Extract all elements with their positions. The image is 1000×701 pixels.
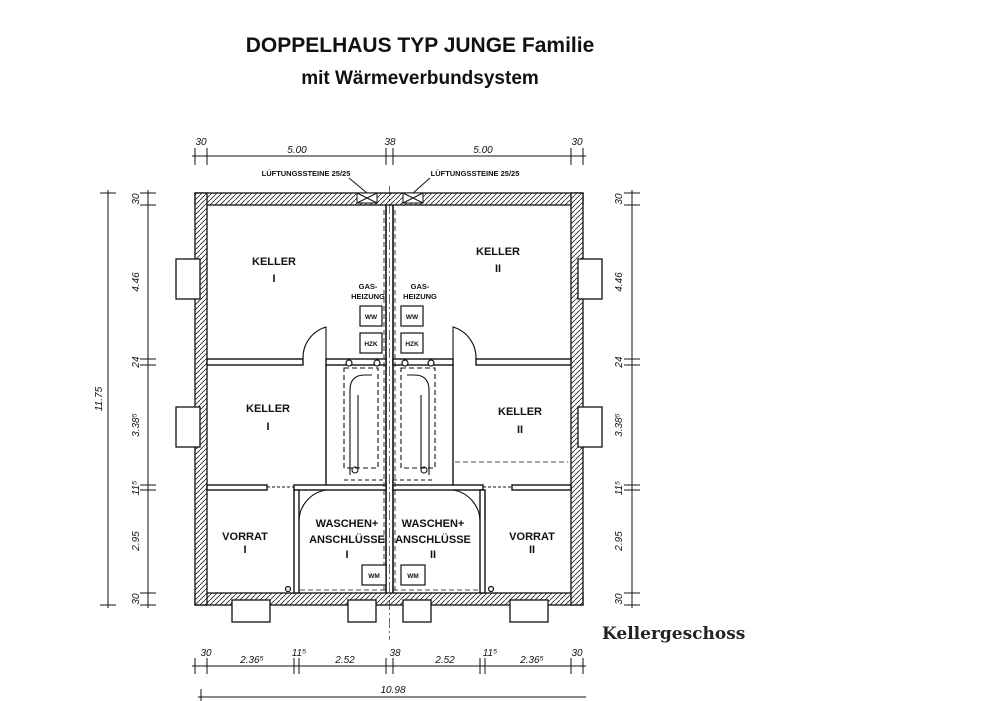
left-dim-3: 24 — [131, 356, 142, 369]
utility-lines — [300, 210, 568, 591]
room-keller-3-number: I — [266, 421, 269, 433]
bottom-dim-7: 11⁵ — [483, 648, 498, 659]
room-keller-1-number: I — [272, 273, 275, 285]
room-waschen-2-sub: ANSCHLÜSSE — [395, 533, 471, 546]
room-vorrat-2-number: II — [529, 544, 535, 556]
left-dim-7: 30 — [131, 593, 142, 605]
right-dim-1: 30 — [614, 193, 625, 205]
bottom-dimension-chain — [192, 658, 586, 701]
room-waschen-1-label: WASCHEN+ — [316, 518, 379, 530]
left-dim-2: 4.46 — [131, 272, 142, 292]
gas-heating-1-sub: HEIZUNG — [351, 292, 385, 301]
wm-1-label: WM — [368, 573, 380, 580]
right-dim-6: 2.95 — [614, 531, 625, 552]
left-total-dim: 11.75 — [94, 386, 105, 411]
bottom-dim-4: 2.52 — [334, 655, 355, 666]
room-vorrat-1-label: VORRAT — [222, 531, 268, 543]
exterior-walls — [194, 192, 584, 606]
left-dim-4: 3.38⁵ — [131, 413, 142, 437]
bottom-dim-3: 11⁵ — [292, 648, 307, 659]
fixture-boxes — [284, 305, 495, 593]
right-dimension-labels: 30 4.46 24 3.38⁵ 11⁵ 2.95 30 — [614, 193, 625, 605]
top-dim-1: 30 — [195, 137, 207, 148]
bottom-dim-8: 2.36⁵ — [519, 655, 544, 666]
right-dim-4: 3.38⁵ — [614, 413, 625, 437]
doors — [267, 326, 512, 521]
room-vorrat-1-number: I — [243, 544, 246, 556]
hzk-1-label: HZK — [364, 341, 378, 348]
drawing-subtitle: mit Wärmeverbundsystem — [301, 68, 539, 89]
ww-2-label: WW — [406, 314, 419, 321]
right-dimension-chain — [624, 190, 640, 608]
left-dim-6: 2.95 — [131, 531, 142, 552]
left-dim-5: 11⁵ — [131, 481, 142, 496]
right-dim-2: 4.46 — [614, 272, 625, 292]
vent-2-label: LÜFTUNGSSTEINE 25/25 — [431, 169, 520, 178]
drawing-title: DOPPELHAUS TYP JUNGE Familie — [245, 34, 595, 57]
room-waschen-1-number: I — [345, 549, 348, 561]
fixture-labels: GAS- HEIZUNG GAS- HEIZUNG WW WW HZK HZK … — [262, 169, 520, 580]
bottom-dimension-labels: 30 2.36⁵ 11⁵ 2.52 38 2.52 11⁵ 2.36⁵ 30 1… — [200, 648, 583, 696]
left-dimension-chain — [100, 190, 156, 608]
right-dim-3: 24 — [614, 356, 625, 369]
top-dimension-chain — [192, 148, 586, 165]
gas-heating-2-label: GAS- — [411, 282, 430, 291]
bottom-dim-9: 30 — [571, 648, 583, 659]
floor-caption: Kellergeschoss — [602, 624, 746, 644]
windows — [175, 258, 603, 623]
room-labels: KELLER I KELLER II KELLER I KELLER II VO… — [222, 246, 555, 561]
bottom-dim-2: 2.36⁵ — [239, 655, 264, 666]
room-keller-1-label: KELLER — [252, 256, 296, 268]
bottom-dim-1: 30 — [200, 648, 212, 659]
room-keller-3-label: KELLER — [246, 403, 290, 415]
gas-heating-2-sub: HEIZUNG — [403, 292, 437, 301]
left-dim-1: 30 — [131, 193, 142, 205]
bottom-dim-6: 2.52 — [434, 655, 455, 666]
top-dim-2: 5.00 — [287, 145, 307, 156]
room-vorrat-2-label: VORRAT — [509, 531, 555, 543]
room-waschen-2-label: WASCHEN+ — [402, 518, 465, 530]
bottom-total-dim: 10.98 — [380, 685, 405, 696]
hzk-2-label: HZK — [405, 341, 419, 348]
right-dim-5: 11⁵ — [614, 481, 625, 496]
interior-walls — [206, 358, 572, 594]
wm-2-label: WM — [407, 573, 419, 580]
top-dim-3: 38 — [384, 137, 396, 148]
right-dim-7: 30 — [614, 593, 625, 605]
party-wall — [385, 186, 394, 640]
vent-1-label: LÜFTUNGSSTEINE 25/25 — [262, 169, 351, 178]
room-keller-4-number: II — [517, 424, 523, 436]
bottom-dim-5: 38 — [389, 648, 401, 659]
top-dim-4: 5.00 — [473, 145, 493, 156]
room-waschen-2-number: II — [430, 549, 436, 561]
top-dimension-labels: 30 5.00 38 5.00 30 — [195, 137, 583, 156]
room-waschen-1-sub: ANSCHLÜSSE — [309, 533, 385, 546]
room-keller-4-label: KELLER — [498, 406, 542, 418]
room-keller-2-number: II — [495, 263, 501, 275]
vent-stones — [348, 177, 431, 204]
gas-heating-1-label: GAS- — [359, 282, 378, 291]
top-dim-5: 30 — [571, 137, 583, 148]
ww-1-label: WW — [365, 314, 378, 321]
room-keller-2-label: KELLER — [476, 246, 520, 258]
left-dimension-labels: 11.75 30 4.46 24 3.38⁵ 11⁵ 2.95 30 — [94, 193, 142, 605]
stairs — [343, 367, 436, 481]
